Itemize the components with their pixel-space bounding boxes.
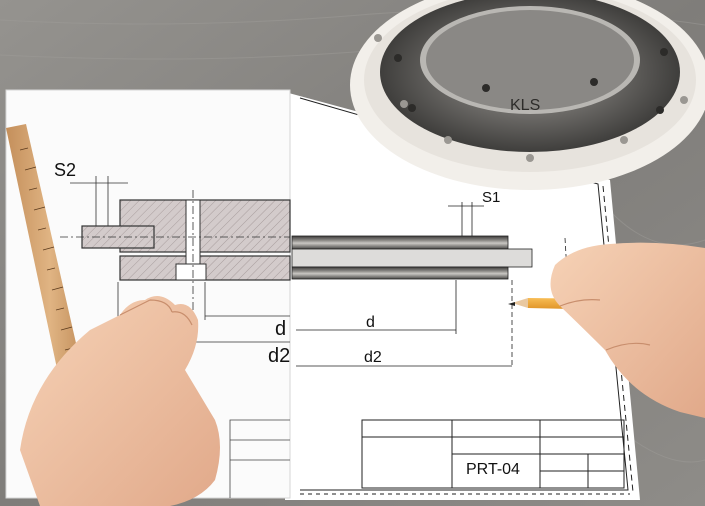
ring-engraving: KLS <box>510 97 540 114</box>
right-drawing-sheet <box>285 92 640 500</box>
d-label-left: d <box>275 318 286 340</box>
title-block <box>361 419 625 489</box>
d-label-right: d <box>366 314 375 331</box>
s1-label: S1 <box>482 189 500 206</box>
bearing-ring-image: KLS <box>350 0 705 190</box>
left-title-block-fragment <box>229 419 290 498</box>
s2-label: S2 <box>54 160 76 180</box>
d2-label-right: d2 <box>364 349 382 366</box>
cross-section-drawing <box>60 176 291 345</box>
d2-label-left: d2 <box>268 345 290 367</box>
right-hand-with-pencil-image <box>550 242 705 418</box>
left-hand-image <box>20 296 220 506</box>
ring-side-view <box>291 235 533 280</box>
part-number: PRT-04 <box>466 461 520 478</box>
